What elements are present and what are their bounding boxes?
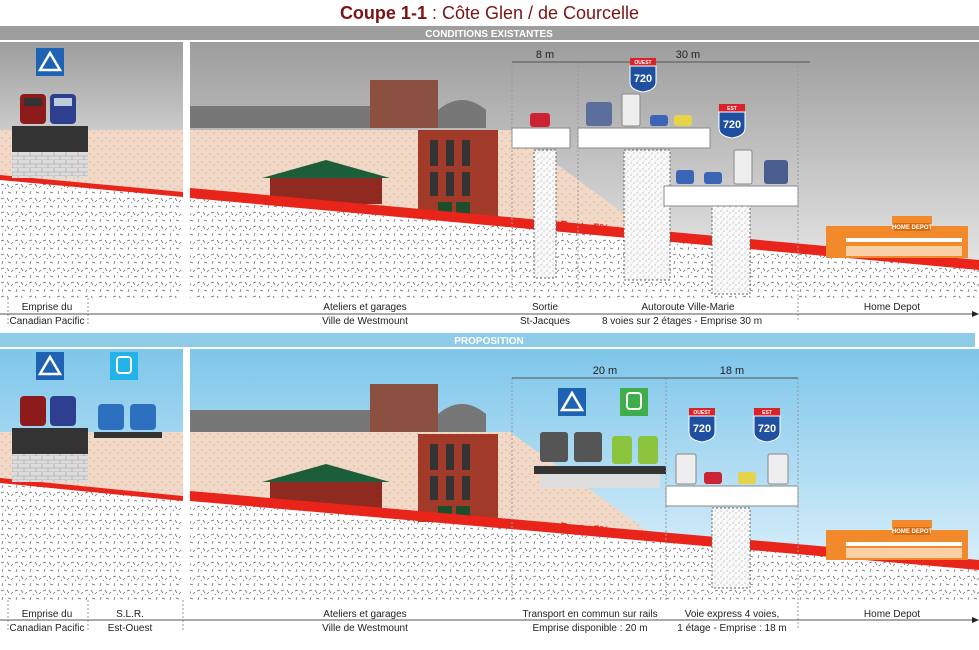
- a720-est-shield-icon: EST 720: [718, 104, 746, 139]
- title-rest: : Côte Glen / de Courcelle: [426, 3, 640, 23]
- label-express-1: Voie express 4 voies,: [685, 609, 780, 620]
- existing-label-row: Emprise du Canadian Pacific Ateliers et …: [0, 298, 979, 327]
- st-jacques-ramp-column: [533, 149, 557, 279]
- label-autoroute-1: Autoroute Ville-Marie: [641, 302, 735, 313]
- diagram-title: Coupe 1-1 : Côte Glen / de Courcelle: [0, 0, 979, 26]
- proposal-slope-line: [190, 491, 979, 570]
- existing-pente-label: Pente 5%: [560, 219, 610, 235]
- a720-ouest-shield-icon: OUEST 720: [688, 408, 716, 443]
- transit-rail-deck: [534, 432, 666, 488]
- proposal-band-label: PROPOSITION: [454, 336, 523, 347]
- a720-ouest-shield-icon: OUEST 720: [629, 58, 657, 93]
- commuter-train-sign-icon: [36, 48, 64, 76]
- existing-left-panel: [0, 42, 183, 298]
- home-depot-store: HOME DEPOT: [826, 520, 968, 560]
- label-homedepot: Home Depot: [864, 302, 920, 313]
- dim-8m: 8 m: [536, 49, 554, 61]
- upper-deck-column: [623, 149, 671, 281]
- label-cp-1: Emprise du: [22, 302, 73, 313]
- dim-18m: 18 m: [720, 365, 744, 377]
- dim-20m: 20 m: [593, 365, 617, 377]
- label-express-2: 1 étage - Emprise : 18 m: [677, 623, 787, 634]
- commuter-train-sign-icon: [558, 388, 586, 416]
- proposal-slope-line-left: [0, 478, 183, 501]
- label-ateliers-1: Ateliers et garages: [323, 609, 406, 620]
- svg-text:EST: EST: [762, 410, 772, 416]
- label-ateliers-2: Ville de Westmount: [322, 623, 408, 634]
- svg-text:EST: EST: [727, 106, 737, 112]
- label-homedepot: Home Depot: [864, 609, 920, 620]
- label-transport-1: Transport en commun sur rails: [522, 609, 657, 620]
- lower-deck-column: [711, 205, 751, 295]
- label-cp-2: Canadian Pacific: [9, 623, 84, 634]
- cp-locomotive-icon: [20, 396, 46, 426]
- lower-highway-deck: [663, 149, 799, 207]
- title-bold: Coupe 1-1: [339, 3, 427, 23]
- existing-main-panel: Pente 5%: [190, 42, 979, 320]
- svg-text:OUEST: OUEST: [634, 60, 651, 66]
- proposal-label-row: Emprise du Canadian Pacific S.L.R. Est-O…: [0, 600, 979, 634]
- cp-locomotive-icon: [20, 94, 76, 124]
- svg-text:720: 720: [693, 423, 711, 435]
- existing-band-label: CONDITIONS EXISTANTES: [425, 29, 553, 40]
- dim-30m: 30 m: [676, 49, 700, 61]
- proposal-pente-label: Pente 5%: [560, 521, 610, 537]
- label-slr-2: Est-Ouest: [108, 623, 153, 634]
- westmount-workshop-building: [418, 130, 498, 218]
- home-depot-store: HOME DEPOT: [826, 216, 968, 258]
- label-ateliers-2: Ville de Westmount: [322, 316, 408, 327]
- svg-text:HOME DEPOT: HOME DEPOT: [892, 529, 933, 535]
- label-autoroute-2: 8 voies sur 2 étages - Emprise 30 m: [602, 316, 762, 327]
- svg-text:HOME DEPOT: HOME DEPOT: [892, 225, 933, 231]
- proposal-main-panel: Pente 5% 20 m 18: [190, 349, 979, 630]
- label-cp-1: Emprise du: [22, 609, 73, 620]
- label-slr-1: S.L.R.: [116, 609, 144, 620]
- express-highway-deck: [665, 453, 799, 507]
- proposal-section: PROPOSITION: [0, 333, 979, 634]
- a720-est-shield-icon: EST 720: [753, 408, 781, 443]
- label-transport-2: Emprise disponible : 20 m: [532, 623, 647, 634]
- existing-band: [0, 26, 979, 40]
- commuter-train-sign-icon: [36, 352, 64, 380]
- label-ateliers-1: Ateliers et garages: [323, 302, 406, 313]
- label-sortie-1: Sortie: [532, 302, 559, 313]
- svg-text:720: 720: [723, 119, 741, 131]
- tram-sign-icon: [620, 388, 648, 416]
- svg-text:720: 720: [634, 73, 652, 85]
- label-sortie-2: St-Jacques: [520, 316, 570, 327]
- quonset-roof: [438, 100, 486, 128]
- westmount-workshop-building: [418, 434, 498, 522]
- existing-slope-line-left: [0, 175, 183, 197]
- background-warehouse: [190, 106, 390, 128]
- express-deck-column: [711, 507, 751, 589]
- light-rail-sign-icon: [110, 352, 138, 380]
- svg-text:720: 720: [758, 423, 776, 435]
- svg-text:OUEST: OUEST: [693, 410, 710, 416]
- label-cp-2: Canadian Pacific: [9, 316, 84, 327]
- proposal-left-panel: [0, 349, 183, 600]
- slr-train-icon: [94, 404, 162, 438]
- existing-slope-line: [190, 188, 979, 270]
- proposal-band: [0, 333, 975, 347]
- existing-section: CONDITIONS EXISTANTES: [0, 26, 979, 327]
